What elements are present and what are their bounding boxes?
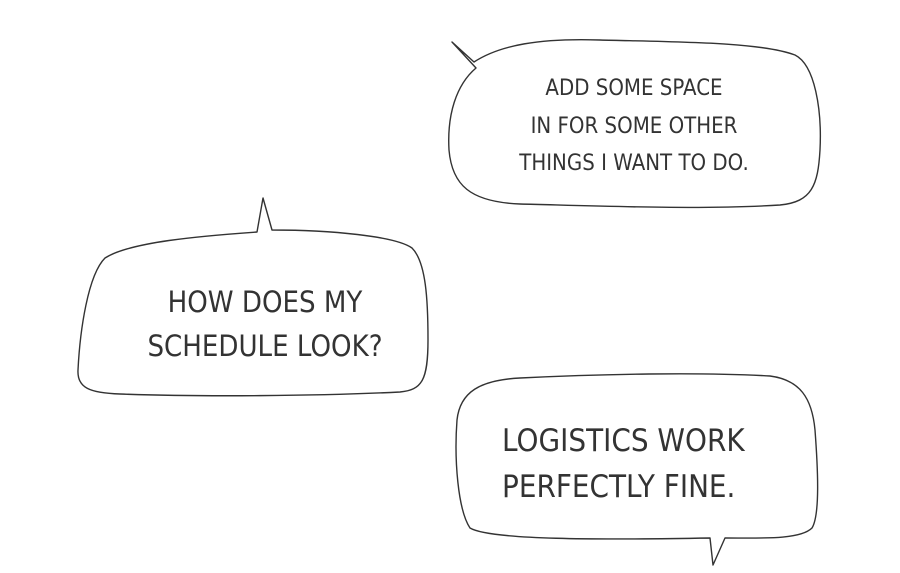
- speech-bubble-1-outline: [448, 38, 822, 209]
- speech-bubble-2-outline: [77, 197, 429, 397]
- speech-bubble-3-text: LOGISTICS WORK PERFECTLY FINE.: [502, 418, 745, 510]
- bubble-2-line-1: HOW DOES MY: [167, 285, 363, 319]
- speech-bubble-2-text: HOW DOES MY SCHEDULE LOOK?: [117, 280, 414, 368]
- bubble-1-line-3: THINGS I WANT TO DO.: [519, 151, 749, 176]
- bubble-2-line-2: SCHEDULE LOOK?: [147, 329, 383, 363]
- speech-bubble-3-outline: [455, 373, 819, 566]
- bubble-1-line-2: IN FOR SOME OTHER: [530, 113, 738, 139]
- speech-bubble-1-text: ADD SOME SPACE IN FOR SOME OTHER THINGS …: [499, 70, 769, 183]
- bubble-3-line-2: PERFECTLY FINE.: [502, 469, 736, 505]
- bubble-1-line-1: ADD SOME SPACE: [545, 76, 723, 101]
- bubble-3-line-1: LOGISTICS WORK: [502, 423, 745, 459]
